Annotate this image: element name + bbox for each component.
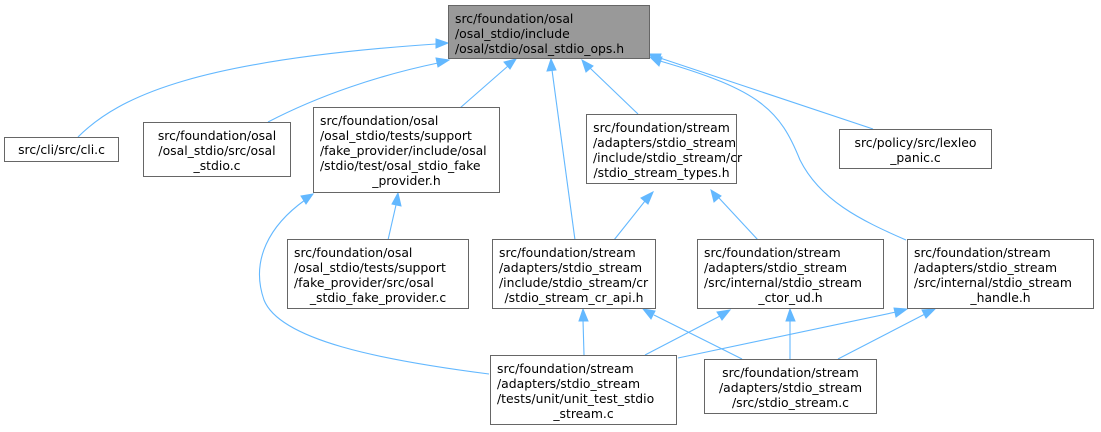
- node-label-line: /osal_stdio/src/osal: [158, 143, 276, 158]
- node-label-line: src/foundation/osal: [320, 113, 439, 128]
- node-label-line: src/foundation/osal: [455, 11, 574, 26]
- edge-stdio-stream-c-to-ctor-ud: [785, 307, 796, 359]
- edge-stdio-stream-c-to-cr-api: [641, 308, 743, 360]
- node-osal-stdio-c[interactable]: src/foundation/osal /osal_stdio/src/osal…: [143, 122, 291, 177]
- node-label-line: _stream.c: [553, 406, 614, 421]
- node-label-line: /osal_stdio/tests/support: [320, 128, 472, 143]
- edge-unit-test-to-cr-api: [578, 307, 589, 356]
- edge-cr-api-to-types: [613, 190, 654, 241]
- edge-types-to-ops: [581, 58, 639, 115]
- node-label-line: src/foundation/stream: [722, 365, 859, 380]
- node-label-line: src/foundation/stream: [497, 361, 634, 376]
- node-label-line: src/foundation/osal: [294, 245, 413, 260]
- edge-cr-api-to-ops: [546, 57, 576, 241]
- node-label-line: src/foundation/stream: [593, 120, 730, 135]
- node-stdio-stream-cr-api-h[interactable]: src/foundation/stream /adapters/stdio_st…: [492, 239, 656, 309]
- node-unit-test-stdio-stream-c[interactable]: src/foundation/stream /adapters/stdio_st…: [490, 355, 677, 425]
- node-label-line: /fake_provider/include/osal: [320, 143, 487, 158]
- node-label-line: src/foundation/stream: [499, 245, 636, 260]
- node-label-line: src/policy/src/lexleo: [854, 135, 977, 150]
- node-label-line: /stdio_stream_cr_api.h: [504, 290, 644, 305]
- node-label-line: _panic.c: [890, 150, 941, 165]
- edge-handle-to-ops: [648, 56, 907, 241]
- node-label-line: _provider.h: [372, 173, 441, 188]
- node-label-line: /adapters/stdio_stream: [497, 376, 641, 391]
- node-label-line: /stdio/test/osal_stdio_fake: [320, 158, 481, 173]
- node-label-line: _handle.h: [970, 290, 1031, 305]
- edge-ctor-ud-to-types: [710, 188, 759, 241]
- node-label-line: /src/stdio_stream.c: [731, 395, 849, 410]
- edge-unit-test-to-fake-provider-h: [259, 193, 490, 375]
- node-stdio-stream-c[interactable]: src/foundation/stream /adapters/stdio_st…: [704, 359, 877, 414]
- edge-cli-to-ops: [77, 38, 450, 138]
- node-label-line: _stdio.c: [193, 158, 241, 173]
- node-label-line: src/cli/src/cli.c: [18, 142, 105, 157]
- node-stdio-stream-ctor-ud-h[interactable]: src/foundation/stream /adapters/stdio_st…: [697, 239, 884, 309]
- node-label-line: src/foundation/stream: [914, 245, 1051, 260]
- node-cli-c[interactable]: src/cli/src/cli.c: [4, 137, 119, 162]
- node-stdio-stream-handle-h[interactable]: src/foundation/stream /adapters/stdio_st…: [907, 239, 1094, 309]
- node-label-line: /adapters/stdio_stream: [914, 260, 1058, 275]
- node-label-line: /osal_stdio/include: [455, 26, 570, 41]
- node-label-line: /osal/stdio/osal_stdio_ops.h: [455, 41, 625, 56]
- node-label-line: src/foundation/stream: [704, 245, 841, 260]
- node-label-line: /src/internal/stdio_stream: [704, 275, 862, 290]
- node-label-line: /adapters/stdio_stream: [499, 260, 643, 275]
- edge-unit-test-to-ctor-ud: [644, 309, 732, 356]
- edge-fake-provider-c-to-fake-provider-h: [387, 191, 402, 241]
- node-label-line: _stdio_fake_provider.c: [309, 290, 447, 305]
- node-label-line: _ctor_ud.h: [758, 290, 823, 305]
- node-label-line: /stdio_stream_types.h: [593, 165, 730, 180]
- edge-osal-stdio-c-to-ops: [267, 57, 451, 123]
- node-label-line: /include/stdio_stream/cr: [593, 150, 743, 165]
- node-label-line: /tests/unit/unit_test_stdio: [497, 391, 655, 406]
- node-label-line: /adapters/stdio_stream: [593, 135, 737, 150]
- node-label-line: /adapters/stdio_stream: [718, 380, 863, 395]
- node-osal-stdio-fake-provider-h[interactable]: src/foundation/osal /osal_stdio/tests/su…: [313, 107, 500, 193]
- node-label-line: /fake_provider/src/osal: [294, 275, 434, 290]
- node-label-line: src/foundation/osal: [157, 128, 277, 143]
- node-label-line: /src/internal/stdio_stream: [914, 275, 1072, 290]
- node-osal-stdio-fake-provider-c[interactable]: src/foundation/osal /osal_stdio/tests/su…: [287, 239, 469, 309]
- edge-unit-test-to-handle: [677, 307, 909, 359]
- edge-stdio-stream-c-to-handle: [837, 308, 937, 360]
- node-osal-stdio-ops-h[interactable]: src/foundation/osal /osal_stdio/include …: [448, 5, 650, 59]
- node-lexleo-panic-c[interactable]: src/policy/src/lexleo _panic.c: [839, 129, 992, 169]
- node-label-line: /osal_stdio/tests/support: [294, 260, 446, 275]
- node-label-line: /include/stdio_stream/cr: [499, 275, 649, 290]
- edge-fake-provider-h-to-ops: [459, 58, 518, 109]
- node-stdio-stream-types-h[interactable]: src/foundation/stream /adapters/stdio_st…: [586, 114, 743, 184]
- node-label-line: /adapters/stdio_stream: [704, 260, 848, 275]
